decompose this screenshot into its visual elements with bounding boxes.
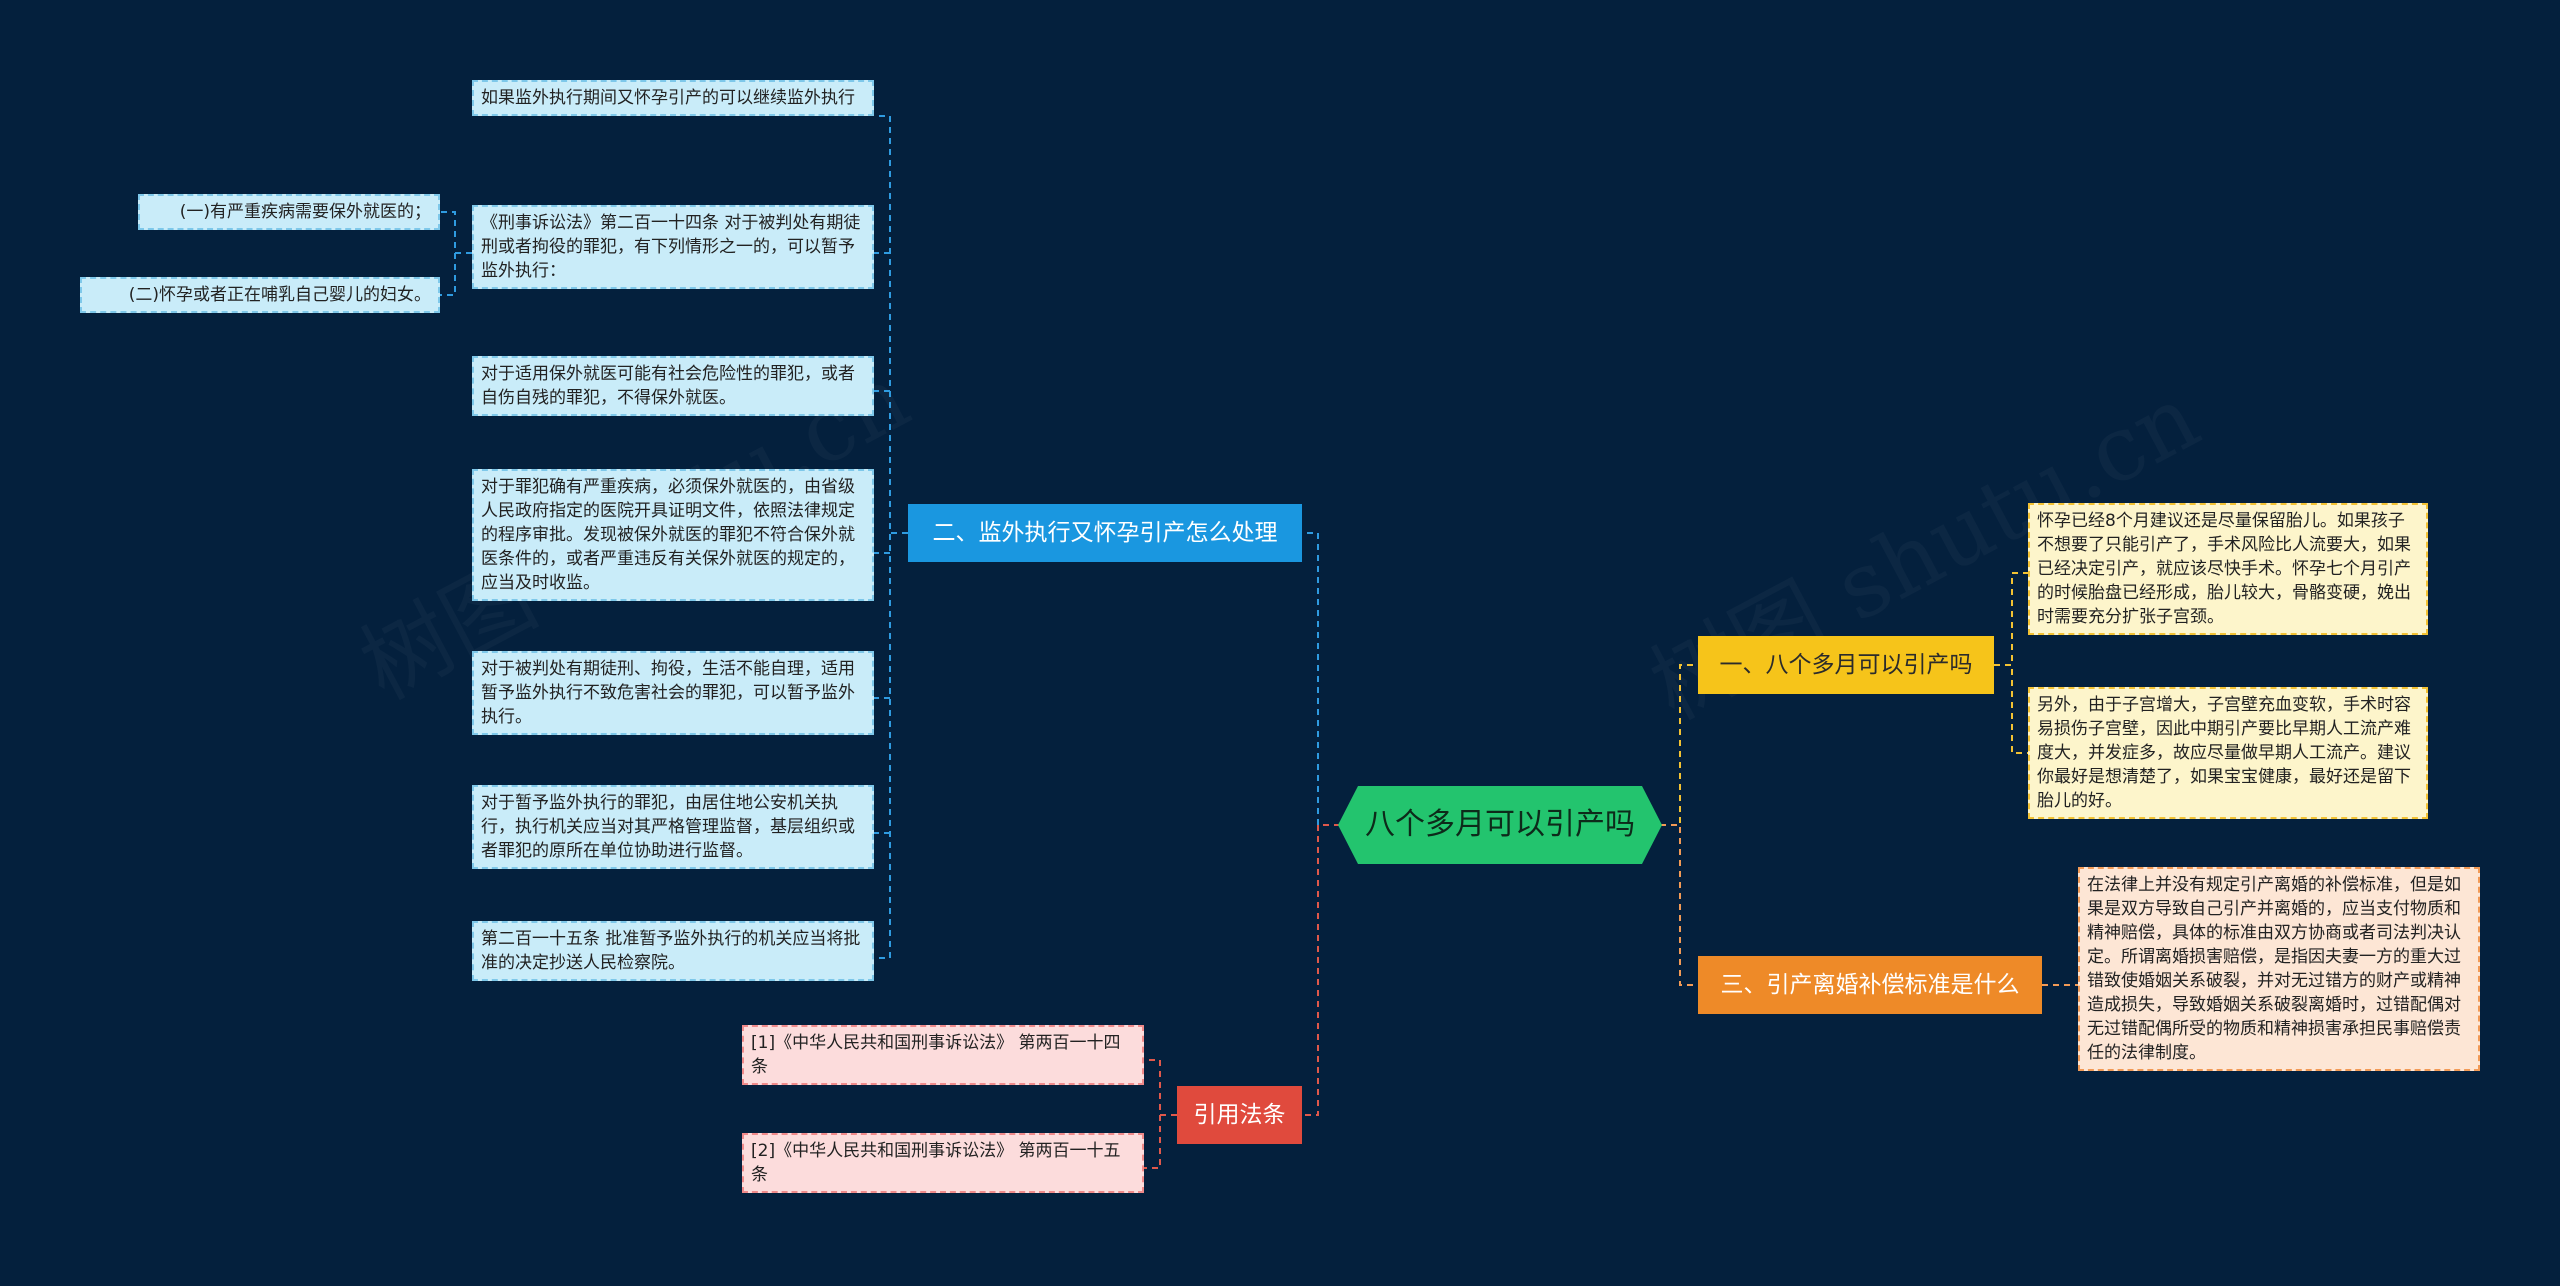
leaf-b4-1[interactable]: [1]《中华人民共和国刑事诉讼法》 第两百一十四条 — [742, 1025, 1144, 1085]
branch-b1[interactable]: 一、八个多月可以引产吗 — [1698, 636, 1994, 694]
leaf-b2-7[interactable]: 第二百一十五条 批准暂予监外执行的机关应当将批准的决定抄送人民检察院。 — [472, 921, 874, 981]
edge-b2-leaves — [874, 115, 908, 959]
leaf-b2-6[interactable]: 对于暂予监外执行的罪犯，由居住地公安机关执行，执行机关应当对其严格管理监督，基层… — [472, 785, 874, 869]
leaf-b2-2b[interactable]: (二)怀孕或者正在哺乳自己婴儿的妇女。 — [80, 277, 440, 313]
leaf-b2-1[interactable]: 如果监外执行期间又怀孕引产的可以继续监外执行 — [472, 80, 874, 116]
leaf-b4-2[interactable]: [2]《中华人民共和国刑事诉讼法》 第两百一十五条 — [742, 1133, 1144, 1193]
edge-b1-leaf2 — [1994, 664, 2028, 754]
leaf-b1-2[interactable]: 另外，由于子宫增大，子宫壁充血变软，手术时容易损伤子宫壁，因此中期引产要比早期人… — [2028, 687, 2428, 819]
edge-root-b4 — [1302, 824, 1340, 1116]
branch-b2[interactable]: 二、监外执行又怀孕引产怎么处理 — [908, 504, 1302, 562]
branch-b3[interactable]: 三、引产离婚补偿标准是什么 — [1698, 956, 2042, 1014]
leaf-b3-1[interactable]: 在法律上并没有规定引产离婚的补偿标准，但是如果是双方导致自己引产并离婚的，应当支… — [2078, 867, 2480, 1071]
edge-root-b3 — [1660, 824, 1700, 986]
leaf-b2-2a[interactable]: (一)有严重疾病需要保外就医的； — [138, 194, 440, 230]
edge-b1-leaf1 — [1994, 572, 2028, 666]
edge-root-b2 — [1302, 532, 1340, 826]
branch-b4[interactable]: 引用法条 — [1177, 1086, 1302, 1144]
edge-b2-2-subleaves — [440, 211, 472, 296]
edge-b4-leaves — [1144, 1059, 1177, 1169]
leaf-b2-5[interactable]: 对于被判处有期徒刑、拘役，生活不能自理，适用暂予监外执行不致危害社会的罪犯，可以… — [472, 651, 874, 735]
leaf-b1-1[interactable]: 怀孕已经8个月建议还是尽量保留胎儿。如果孩子不想要了只能引产了，手术风险比人流要… — [2028, 503, 2428, 635]
leaf-b2-2[interactable]: 《刑事诉讼法》第二百一十四条 对于被判处有期徒刑或者拘役的罪犯，有下列情形之一的… — [472, 205, 874, 289]
root-node[interactable]: 八个多月可以引产吗 — [1338, 786, 1662, 864]
leaf-b2-3[interactable]: 对于适用保外就医可能有社会危险性的罪犯，或者自伤自残的罪犯，不得保外就医。 — [472, 356, 874, 416]
leaf-b2-4[interactable]: 对于罪犯确有严重疾病，必须保外就医的，由省级人民政府指定的医院开具证明文件，依照… — [472, 469, 874, 601]
